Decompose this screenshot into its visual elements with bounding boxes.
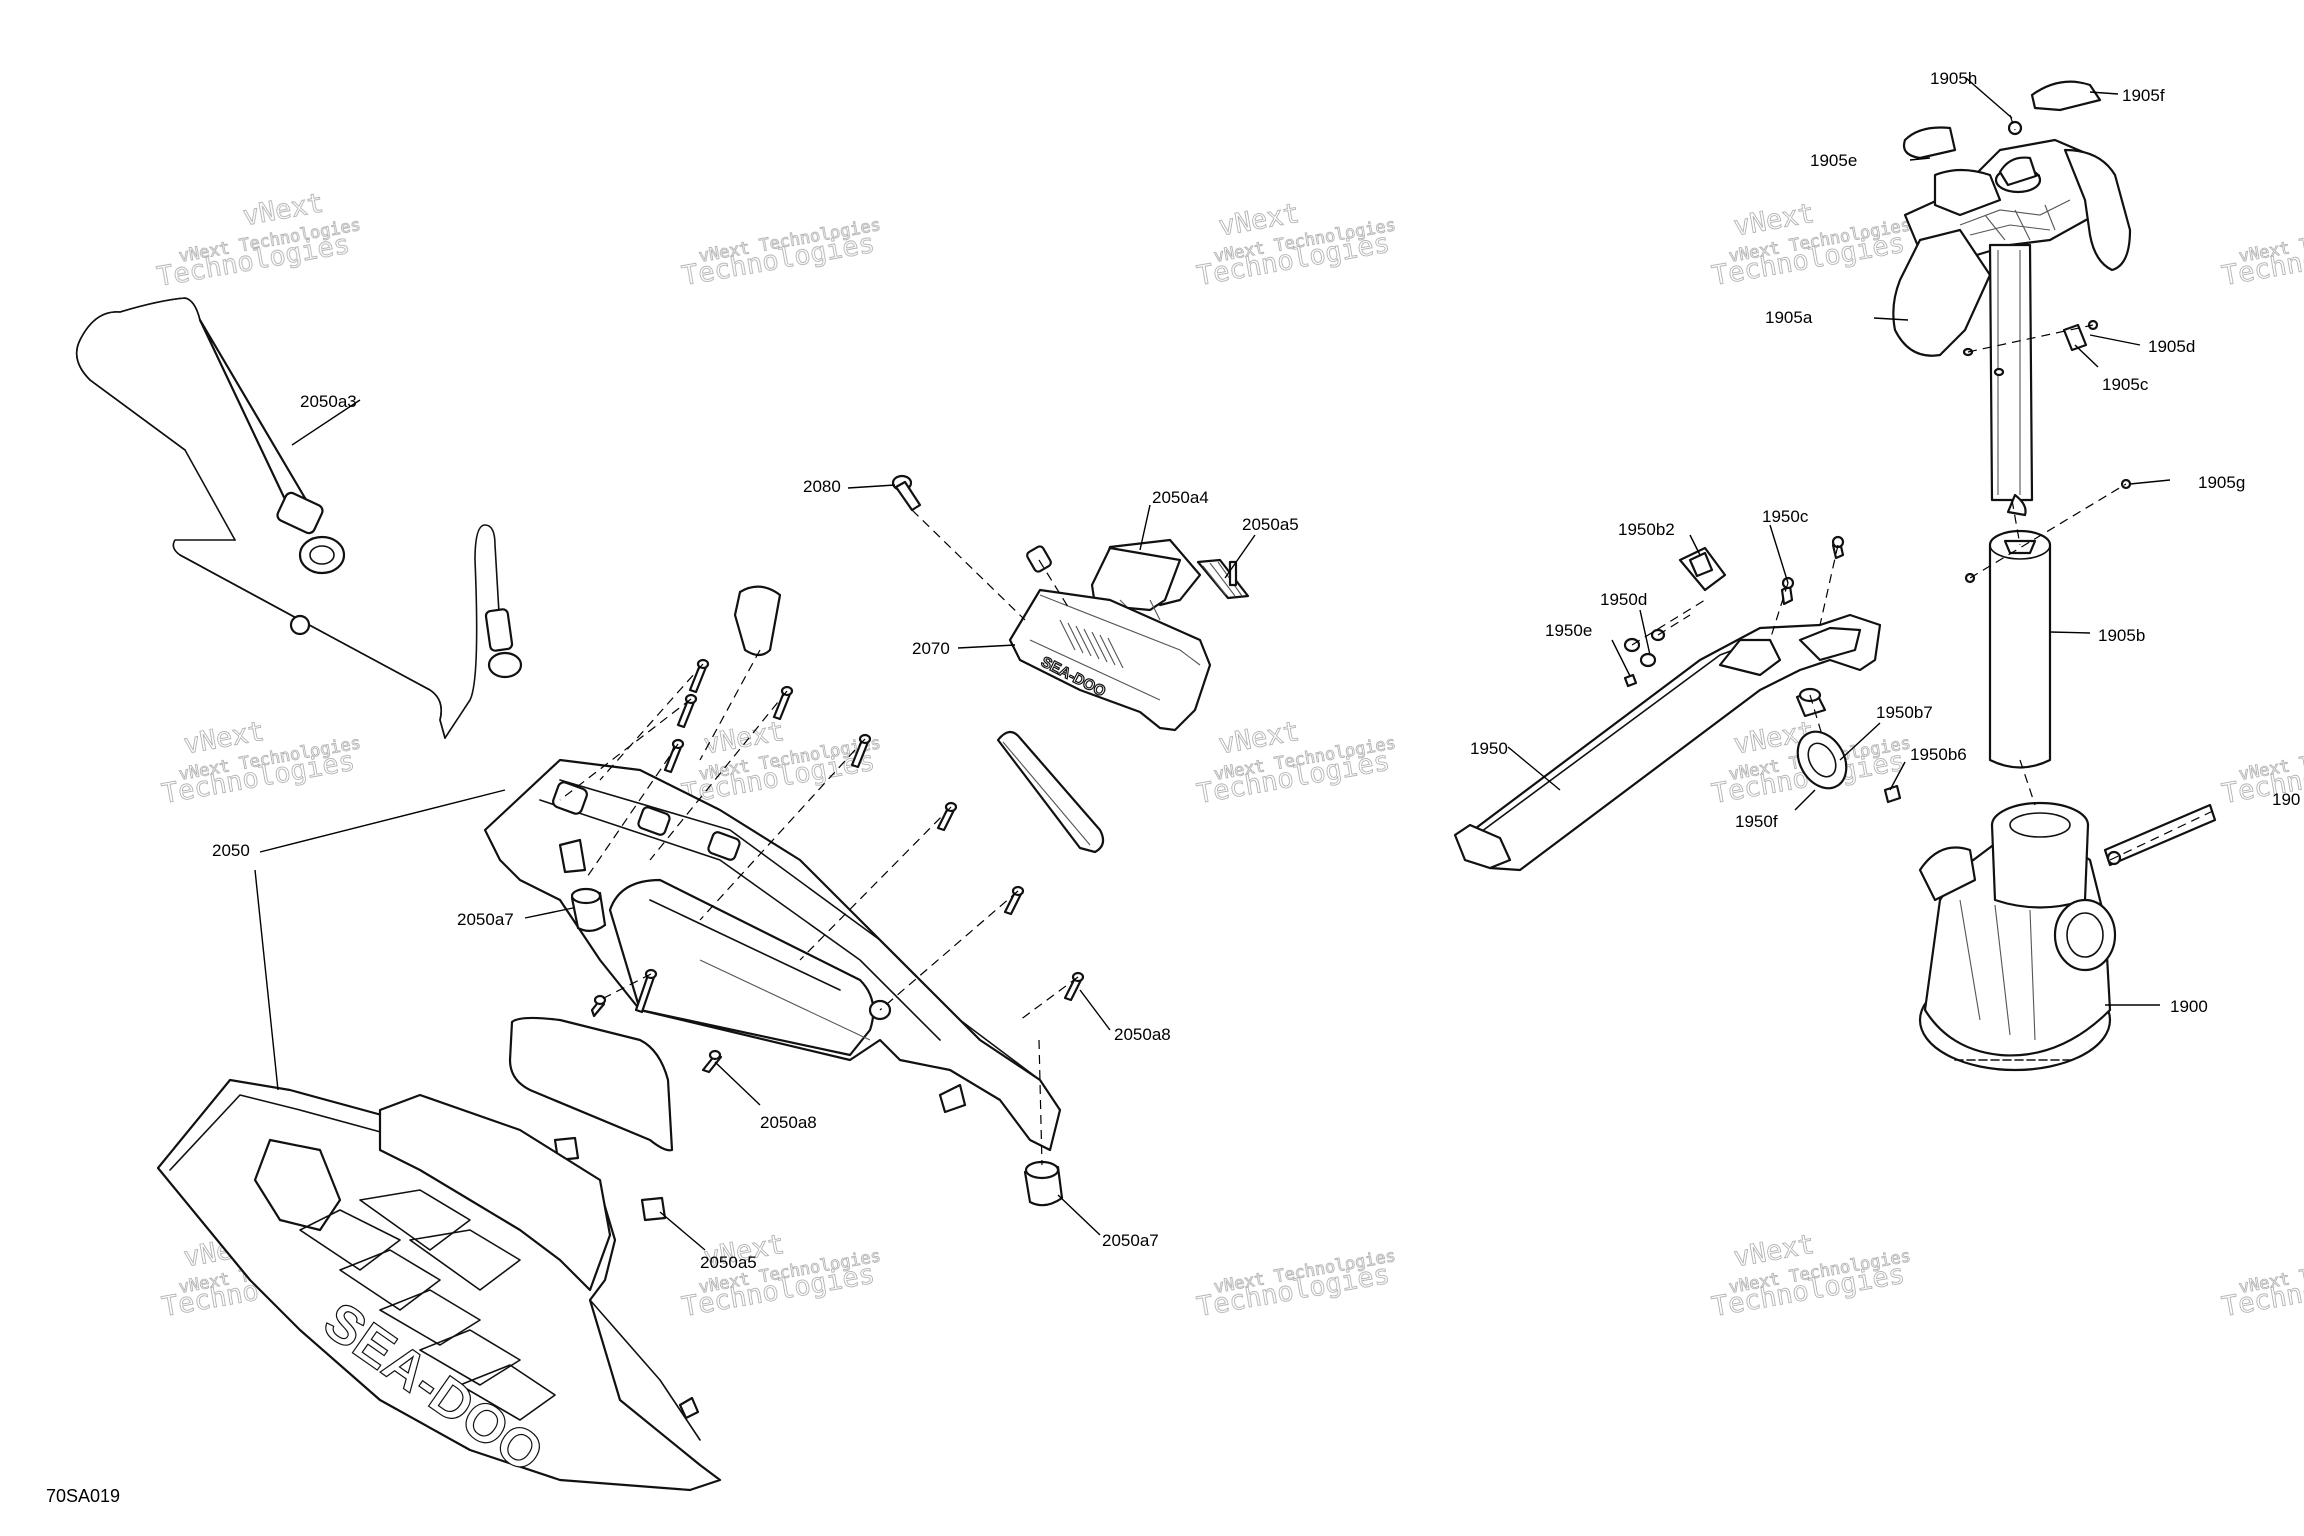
callout-1900: 1900 xyxy=(2170,997,2208,1016)
leader-lines xyxy=(254,77,2171,1251)
callout-2050a5-bottom: 2050a5 xyxy=(700,1253,757,1272)
screw xyxy=(590,994,607,1018)
callout-2050a3: 2050a3 xyxy=(300,392,357,411)
housing-2070: SEA-DOO xyxy=(1008,588,1212,732)
callout-1905e: 1905e xyxy=(1810,151,1857,170)
callout-2050a5-top: 2050a5 xyxy=(1242,515,1299,534)
callout-1950b6: 1950b6 xyxy=(1910,745,1967,764)
pad-upper xyxy=(733,585,782,657)
watermark: vNext Technologies Technologies xyxy=(2219,1246,2304,1324)
tube-1905b xyxy=(1964,529,2052,769)
callout-19xx: 190 xyxy=(2272,790,2300,809)
assembly-lines xyxy=(559,114,2216,1166)
screw xyxy=(676,693,698,729)
watermark: vNext Technologies Technologies xyxy=(2219,215,2304,293)
cover-2050a4 xyxy=(1026,538,1202,621)
callout-2070: 2070 xyxy=(912,639,950,658)
cable-2050a3 xyxy=(75,297,523,739)
screw xyxy=(936,801,958,832)
callout-2050a8-bottom: 2050a8 xyxy=(760,1113,817,1132)
watermark: vNext Technologies Technologies xyxy=(1194,1246,1398,1324)
watermark: vNext Technologies vNext Technologies xyxy=(154,187,363,293)
steering-arm-1950 xyxy=(1453,535,1882,872)
callout-1905c: 1905c xyxy=(2102,375,2149,394)
grip-strip xyxy=(996,730,1105,854)
callout-1950e: 1950e xyxy=(1545,621,1592,640)
callout-1905h: 1905h xyxy=(1930,69,1977,88)
callout-1905a: 1905a xyxy=(1765,308,1813,327)
screw xyxy=(1003,885,1025,916)
watermark: vNext Technologies vNext Technologies xyxy=(1709,197,1913,292)
screw xyxy=(663,738,685,774)
ring-1950f xyxy=(1795,687,1848,790)
screw xyxy=(688,658,710,694)
callout-2080: 2080 xyxy=(803,477,841,496)
callout-1905f: 1905f xyxy=(2122,86,2165,105)
screw xyxy=(1063,971,1085,1002)
callout-2050a7-left: 2050a7 xyxy=(457,910,514,929)
housing-ribs xyxy=(1059,619,1124,669)
callouts: 1905h 1905f 1905e 1905a 1905d 1905c 1905… xyxy=(212,69,2300,1272)
throttle-lattice xyxy=(1959,199,2071,241)
fairing-grille xyxy=(299,1189,556,1421)
watermark: vNext Technologies Technologies xyxy=(679,215,883,293)
callout-2050a8-right: 2050a8 xyxy=(1114,1025,1171,1044)
callout-2050a4: 2050a4 xyxy=(1152,488,1209,507)
bushing-2050a7-bottom xyxy=(1023,1160,1064,1207)
diagram-code: 70SA019 xyxy=(46,1486,120,1506)
watermark: vNext Technologies vNext Technologies xyxy=(1194,715,1398,810)
bushing-2050a7-left xyxy=(570,887,607,932)
decal-2050a5-top xyxy=(1196,558,1250,600)
watermark: vNext Technologies vNext Technologies xyxy=(1709,1228,1913,1323)
callout-2050: 2050 xyxy=(212,841,250,860)
callout-1950b2: 1950b2 xyxy=(1618,520,1675,539)
callout-2050a7-bottom: 2050a7 xyxy=(1102,1231,1159,1250)
screw xyxy=(701,1049,723,1074)
throttle-assembly-1905 xyxy=(1892,80,2132,517)
nut-1950b6 xyxy=(1883,784,1902,804)
screw xyxy=(634,968,658,1014)
callout-1905d: 1905d xyxy=(2148,337,2195,356)
screw-set xyxy=(590,560,1238,1074)
handlebar-2050 xyxy=(483,758,1062,1152)
callout-1905g: 1905g xyxy=(2198,473,2245,492)
screw-2080 xyxy=(891,474,922,512)
pad-lower xyxy=(508,1016,674,1152)
watermark: vNext Technologies vNext Technologies xyxy=(159,715,363,810)
callout-1950c: 1950c xyxy=(1762,507,1809,526)
callout-1950f: 1950f xyxy=(1735,812,1778,831)
callout-1950b7: 1950b7 xyxy=(1876,703,1933,722)
steering-base-1900 xyxy=(1918,801,2217,1072)
watermark: vNext Technologies vNext Technologies xyxy=(1194,197,1398,292)
callout-1950: 1950 xyxy=(1470,739,1508,758)
callout-1905b: 1905b xyxy=(2098,626,2145,645)
callout-1950d: 1950d xyxy=(1600,590,1647,609)
